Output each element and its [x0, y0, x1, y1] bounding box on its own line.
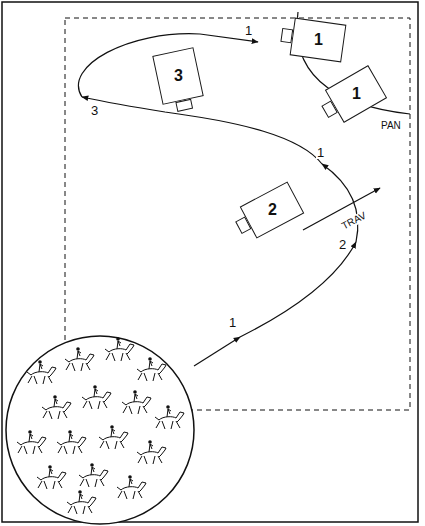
camera-number: 1: [314, 32, 323, 48]
camera-box: 2: [240, 181, 305, 238]
horse-rider: [67, 490, 96, 514]
position-number: 1: [228, 316, 237, 329]
riders: [17, 337, 184, 514]
action-path: [78, 34, 357, 366]
position-number: 1: [244, 24, 253, 37]
camera-lens: [280, 28, 293, 43]
horse-rider: [105, 337, 134, 361]
camera-box: 1: [290, 18, 347, 63]
position-number: 3: [90, 104, 99, 117]
camera-lens: [175, 99, 193, 112]
horse-rider: [37, 465, 66, 489]
move-label: TRAV: [339, 210, 368, 232]
horse-rider: [27, 360, 56, 384]
camera-number: 2: [268, 202, 277, 218]
horse-rider: [99, 425, 128, 449]
move-label: PAN: [380, 121, 402, 131]
camera-number: 1: [352, 86, 361, 102]
camera-box: 3: [152, 47, 203, 105]
horse-rider: [82, 385, 111, 409]
horse-rider: [17, 430, 46, 454]
horse-rider: [57, 430, 86, 454]
horse-rider: [137, 357, 166, 381]
position-number: 1: [316, 146, 325, 159]
camera-lens: [235, 216, 251, 234]
position-number: 2: [338, 238, 347, 251]
horse-rider: [122, 390, 151, 414]
horse-rider: [42, 395, 71, 419]
horse-rider: [65, 347, 94, 371]
riders-circle: [6, 336, 194, 524]
horse-rider: [79, 463, 108, 487]
horse-rider: [155, 405, 184, 429]
camera-box: 1: [325, 65, 387, 123]
camera-lens: [321, 100, 338, 118]
horse-rider: [137, 440, 166, 464]
horse-rider: [117, 475, 146, 499]
camera-number: 3: [174, 68, 183, 84]
